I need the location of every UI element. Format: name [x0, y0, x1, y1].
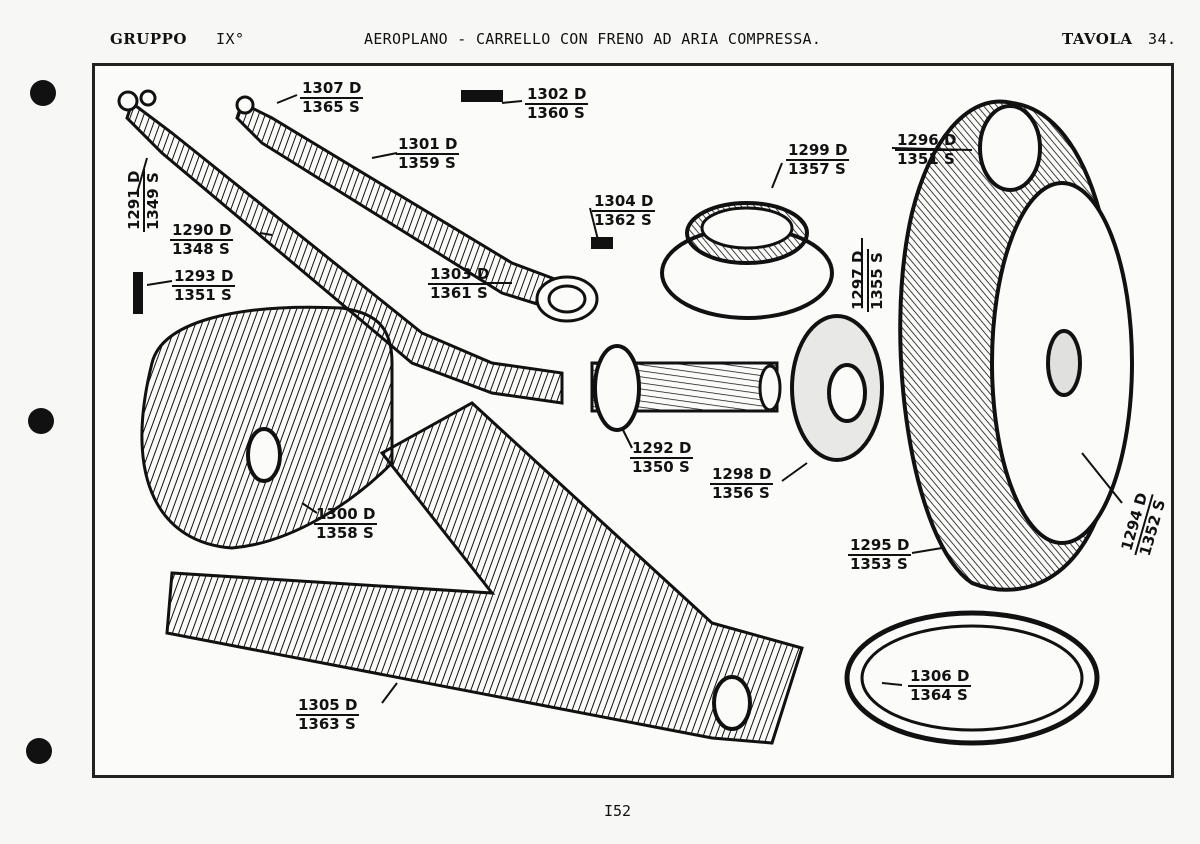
exploded-view-drawing: [117, 89, 1134, 746]
group-label: GRUPPO: [110, 30, 187, 48]
bolt-1302: [461, 90, 503, 102]
bolt-ring-1306: [844, 610, 1100, 746]
bolt-1304: [591, 237, 613, 249]
strut-1301: [235, 95, 599, 323]
brake-drum-1299: [660, 201, 834, 320]
tavola-label: TAVOLA: [1062, 30, 1133, 48]
strut-1290: [117, 89, 564, 405]
spar-fitting-1305: [165, 401, 804, 745]
page-number: I52: [604, 802, 632, 820]
wheel-1294: [898, 99, 1134, 592]
page-title: AEROPLANO - CARRELLO CON FRENO AD ARIA C…: [364, 30, 822, 48]
fairing-1300: [140, 305, 394, 550]
bolt-1293: [133, 272, 143, 314]
axle-1292: [590, 344, 782, 432]
binder-hole-top: [30, 80, 56, 106]
tavola-number: 34.: [1148, 30, 1177, 48]
group-number: IX°: [216, 30, 245, 48]
binder-hole-bottom: [26, 738, 52, 764]
hub-flange-1298: [790, 314, 884, 462]
binder-hole-middle: [28, 408, 54, 434]
